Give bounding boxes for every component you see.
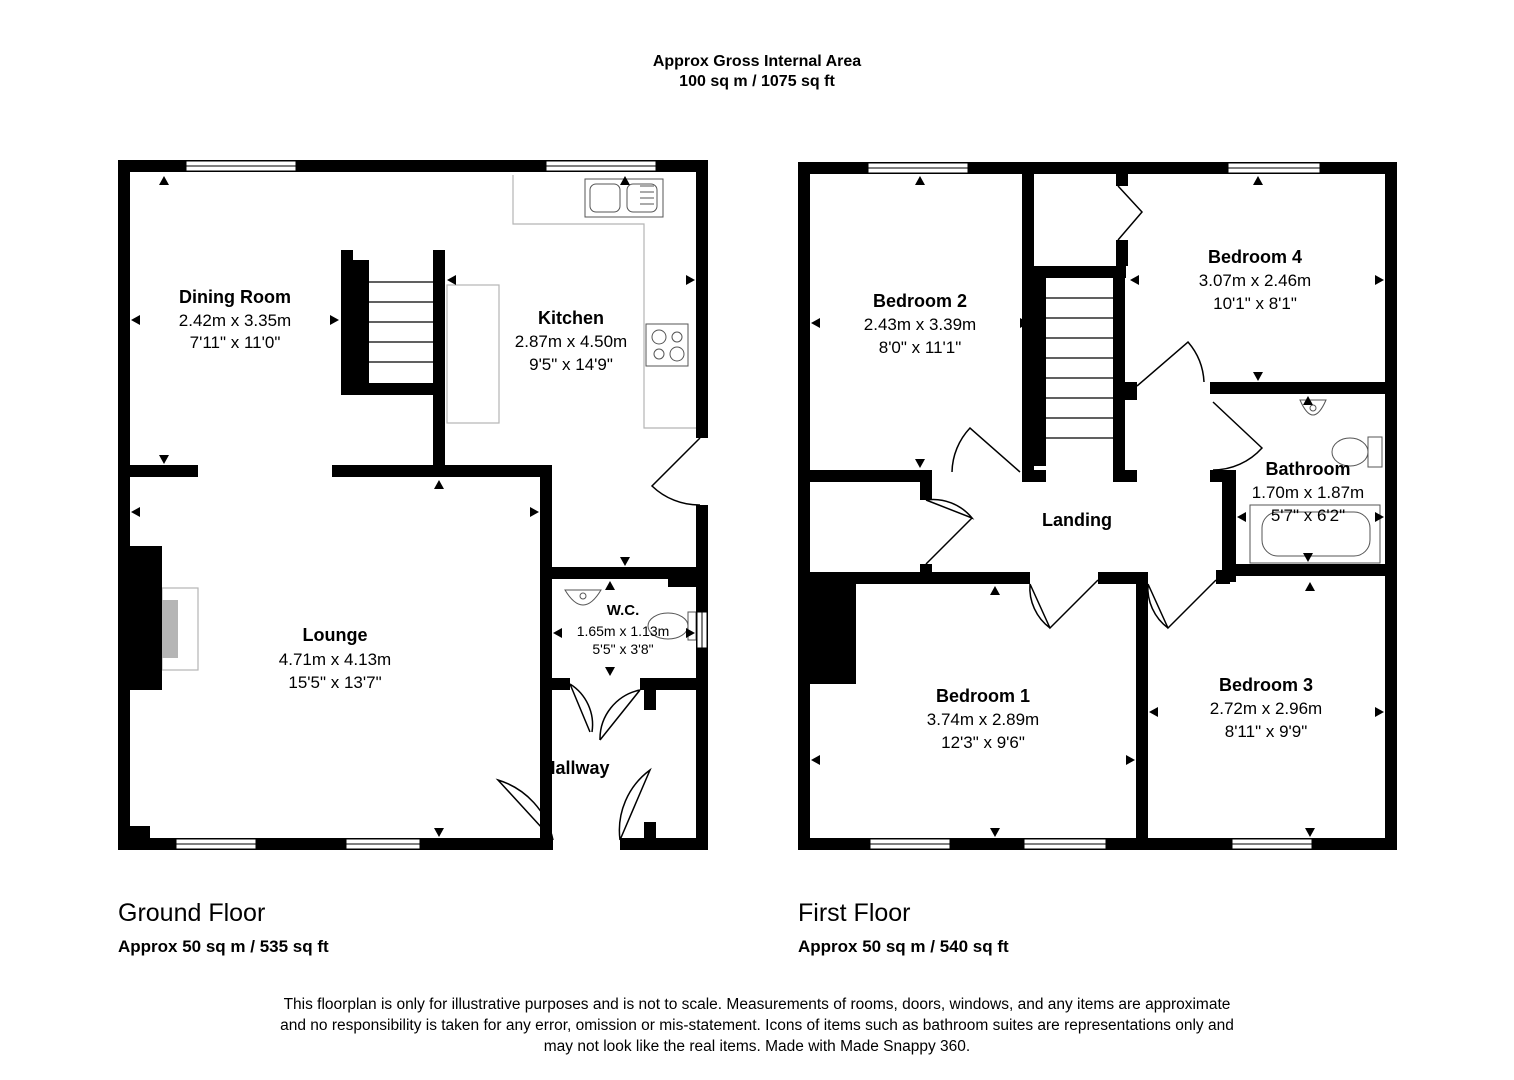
dining-room-imperial: 7'11" x 11'0" xyxy=(190,333,281,352)
bathroom-metric: 1.70m x 1.87m xyxy=(1252,483,1364,502)
dining-room-metric: 2.42m x 3.35m xyxy=(179,311,291,330)
bedroom-3-imperial: 8'11" x 9'9" xyxy=(1225,722,1308,741)
bedroom-4-imperial: 10'1" x 8'1" xyxy=(1213,294,1297,313)
bedroom-1-name: Bedroom 1 xyxy=(936,686,1030,706)
wc-name: W.C. xyxy=(607,602,640,619)
first-dimension-markers xyxy=(811,176,1384,837)
first-windows xyxy=(867,162,1321,850)
first-floor-area: Approx 50 sq m / 540 sq ft xyxy=(798,937,1009,956)
ground-floor-area: Approx 50 sq m / 535 sq ft xyxy=(118,937,329,956)
dining-room-name: Dining Room xyxy=(179,287,291,307)
wc-basin-icon xyxy=(564,589,602,606)
ground-floor-title: Ground Floor xyxy=(118,899,266,927)
bathroom-basin-icon xyxy=(1299,399,1327,416)
first-doors xyxy=(925,185,1264,630)
disclaimer-line-3: may not look like the real items. Made w… xyxy=(543,1038,971,1055)
disclaimer-line-2: and no responsibility is taken for any e… xyxy=(280,1017,1234,1034)
kitchen-imperial: 9'5" x 14'9" xyxy=(529,355,613,374)
bedroom-3-name: Bedroom 3 xyxy=(1219,675,1313,695)
kitchen-metric: 2.87m x 4.50m xyxy=(515,332,627,351)
ground-stairs xyxy=(341,250,441,395)
bathroom-imperial: 5'7" x 6'2" xyxy=(1271,506,1345,525)
first-walls xyxy=(798,162,1397,850)
bedroom-3-metric: 2.72m x 2.96m xyxy=(1210,699,1322,718)
wc-imperial: 5'5" x 3'8" xyxy=(592,641,653,657)
ground-floor-plan: Dining Room 2.42m x 3.35m 7'11" x 11'0" … xyxy=(118,160,708,850)
disclaimer: This floorplan is only for illustrative … xyxy=(200,994,1314,1057)
first-floor-plan: Bedroom 2 2.43m x 3.39m 8'0" x 11'1" Bed… xyxy=(798,162,1397,850)
bedroom-4-metric: 3.07m x 2.46m xyxy=(1199,271,1311,290)
ground-fixtures xyxy=(161,175,698,671)
ground-windows xyxy=(175,160,708,850)
ground-doors xyxy=(495,437,701,841)
wc-metric: 1.65m x 1.13m xyxy=(577,623,670,639)
ground-walls xyxy=(118,160,708,850)
area-header-title: Approx Gross Internal Area xyxy=(652,53,862,70)
bedroom-1-imperial: 12'3" x 9'6" xyxy=(941,733,1025,752)
kitchen-name: Kitchen xyxy=(538,308,604,328)
first-floor-title: First Floor xyxy=(798,899,911,927)
landing-name: Landing xyxy=(1042,510,1112,530)
bathroom-name: Bathroom xyxy=(1266,459,1351,479)
lounge-metric: 4.71m x 4.13m xyxy=(279,650,391,669)
lounge-name: Lounge xyxy=(303,625,368,645)
hob-icon xyxy=(645,323,689,367)
lounge-imperial: 15'5" x 13'7" xyxy=(288,673,381,692)
fireplace-insert xyxy=(162,600,178,658)
ground-dimension-markers xyxy=(131,176,695,837)
bedroom-4-name: Bedroom 4 xyxy=(1208,247,1302,267)
bedroom-1-metric: 3.74m x 2.89m xyxy=(927,710,1039,729)
area-header-total: 100 sq m / 1075 sq ft xyxy=(679,73,835,90)
disclaimer-line-1: This floorplan is only for illustrative … xyxy=(283,996,1231,1013)
kitchen-worktop xyxy=(512,175,698,429)
hallway-name: Hallway xyxy=(542,758,609,778)
bedroom-2-metric: 2.43m x 3.39m xyxy=(864,315,976,334)
kitchen-island xyxy=(446,284,500,424)
kitchen-sink-icon xyxy=(584,178,664,218)
first-stairs xyxy=(1034,266,1126,439)
bathroom-fixtures xyxy=(1249,399,1383,564)
bedroom-2-imperial: 8'0" x 11'1" xyxy=(879,338,962,357)
area-header: Approx Gross Internal Area 100 sq m / 10… xyxy=(0,52,1514,92)
bath-icon xyxy=(1249,504,1381,564)
bedroom-2-name: Bedroom 2 xyxy=(873,291,967,311)
